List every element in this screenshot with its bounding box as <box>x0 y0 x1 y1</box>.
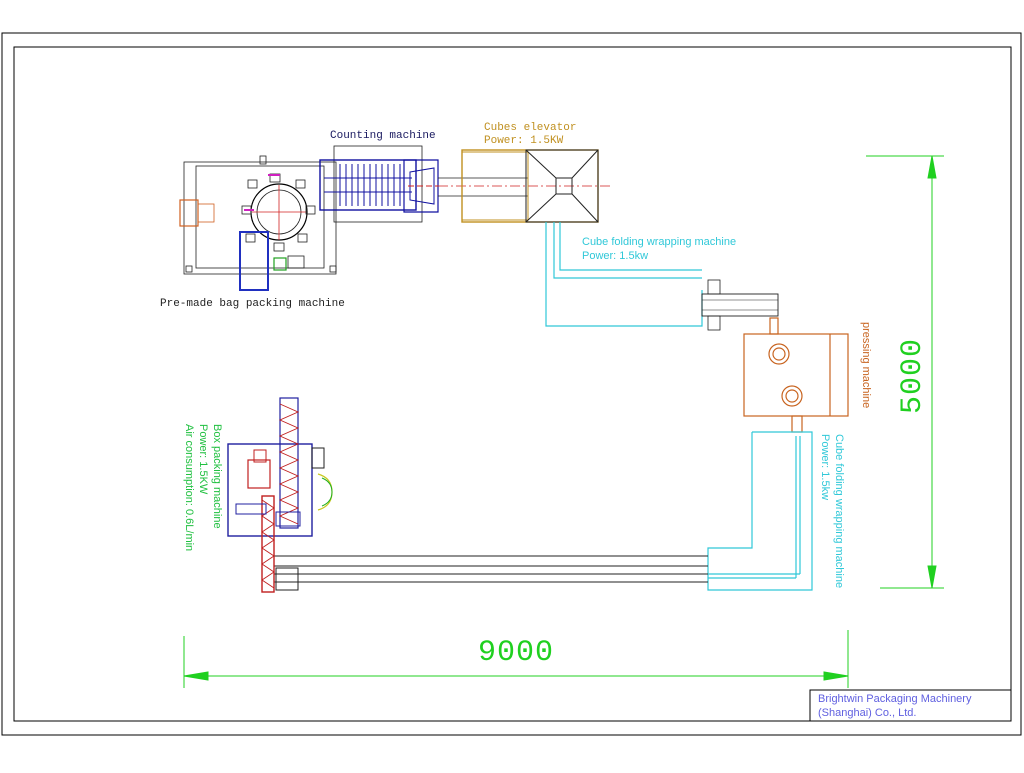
label-cubes-elevator-power: Power: 1.5KW <box>484 135 564 147</box>
connecting-conveyor <box>438 177 610 197</box>
label-dim-vertical: 5000 <box>896 337 930 414</box>
box-packing-machine <box>227 397 333 593</box>
counting-machine <box>319 145 439 223</box>
bottom-conveyor <box>274 555 708 583</box>
label-premade-bag-machine: Pre-made bag packing machine <box>160 298 345 310</box>
label-dim-horizontal: 9000 <box>478 636 555 670</box>
dimension-vertical <box>866 155 944 589</box>
inner-frame <box>13 46 1012 722</box>
label-pressing-machine: pressing machine <box>860 322 872 409</box>
premade-bag-packing-machine <box>179 155 337 291</box>
cube-folding-machine-right <box>707 431 813 591</box>
label-company-line1: Brightwin Packaging Machinery <box>818 693 972 705</box>
label-cubes-elevator-name: Cubes elevator <box>484 122 577 134</box>
label-cubes-elevator: Cubes elevator Power: 1.5KW <box>484 122 576 148</box>
label-counting-machine: Counting machine <box>330 130 436 142</box>
label-cube-folding-right: Cube folding wrapping machine Power: 1.5… <box>818 434 846 588</box>
label-cube-folding-top: Cube folding wrapping machine Power: 1.5… <box>582 235 736 263</box>
label-company: Brightwin Packaging Machinery (Shanghai)… <box>818 692 971 720</box>
title-block <box>809 689 1012 722</box>
label-box-packing-power: Power: 1.5KW <box>197 424 209 495</box>
outer-frame <box>1 32 1022 736</box>
label-cube-folding-top-name: Cube folding wrapping machine <box>582 236 737 248</box>
dimension-horizontal <box>183 630 849 688</box>
cubes-elevator <box>461 149 599 223</box>
label-cube-folding-right-power: Power: 1.5kw <box>819 434 831 501</box>
cube-folding-machine-top <box>545 222 779 331</box>
label-box-packing: Box packing machine Power: 1.5KW Air con… <box>182 424 224 551</box>
label-cube-folding-right-name: Cube folding wrapping machine <box>833 434 845 589</box>
pressing-machine <box>743 317 849 433</box>
label-cube-folding-top-power: Power: 1.5kw <box>582 250 649 262</box>
label-box-packing-name: Box packing machine <box>211 424 223 529</box>
label-company-line2: (Shanghai) Co., Ltd. <box>818 707 917 719</box>
label-box-packing-air: Air consumption: 0.6L/min <box>183 424 195 552</box>
